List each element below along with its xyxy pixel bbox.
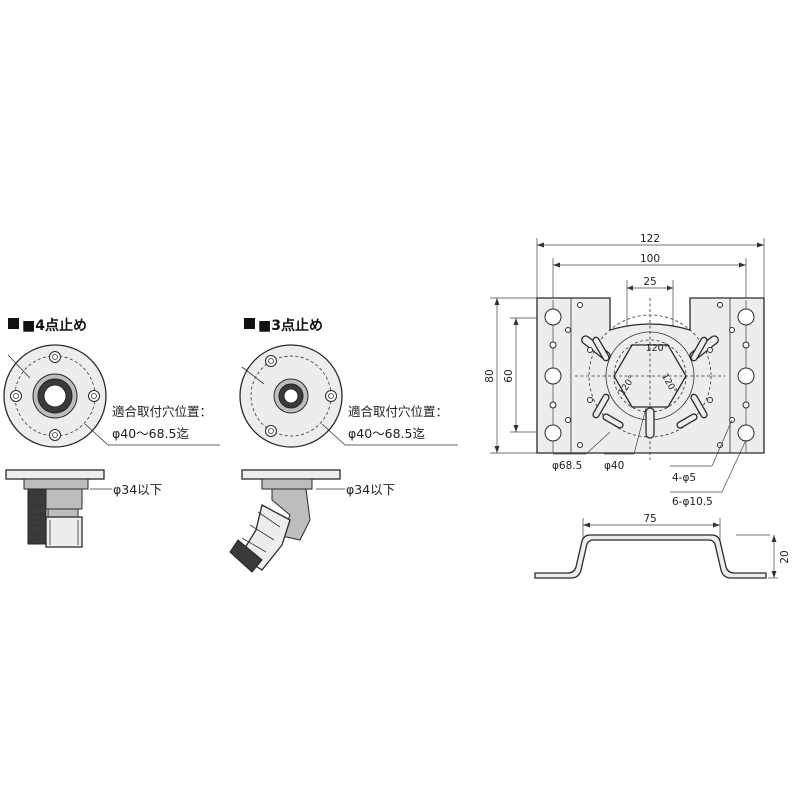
three-point-heading: ■3点止め [258, 317, 323, 334]
three-point-top-view [239, 344, 458, 448]
four-point-side-view [5, 469, 112, 548]
three-point-dia-label: φ34以下 [346, 482, 395, 497]
callout-large-holes: 6-φ10.5 [672, 496, 713, 508]
four-point-mount-label: 適合取付穴位置： [112, 404, 212, 419]
three-point-section: ■3点止め 適合取付穴位置： φ40～68.5迄 [229, 317, 458, 573]
four-point-range-label: φ40～68.5迄 [112, 426, 189, 441]
heading-square-icon [8, 318, 19, 329]
bracket-section: 122 100 25 80 60 [484, 233, 791, 579]
dim-side-height-label: 20 [779, 550, 791, 563]
dim-width-outer-label: 122 [640, 233, 660, 245]
bracket-side-view [534, 518, 778, 579]
dimension-width-inner [552, 258, 747, 300]
radial-slots [581, 335, 719, 439]
dimension-slot [626, 280, 674, 330]
callout-pcd-small: φ40 [604, 460, 624, 472]
callout-small-holes: 4-φ5 [672, 472, 696, 484]
dim-slot-label: 25 [643, 276, 656, 288]
three-point-mount-label: 適合取付穴位置： [348, 404, 448, 419]
four-point-top-view [3, 344, 220, 448]
angle-label-top: 120° [646, 343, 669, 354]
dim-height-outer-label: 80 [484, 369, 496, 382]
three-point-side-view [229, 469, 345, 573]
four-point-section: ■4点止め 適合取付穴位置： φ40～68.5迄 [3, 317, 220, 548]
callout-pcd-large: φ68.5 [552, 460, 582, 472]
dim-side-width-label: 75 [643, 513, 656, 525]
dim-width-inner-label: 100 [640, 253, 660, 265]
four-point-heading: ■4点止め [22, 317, 87, 334]
three-point-range-label: φ40～68.5迄 [348, 426, 425, 441]
dimension-height-outer [490, 297, 540, 454]
four-point-dia-label: φ34以下 [113, 482, 162, 497]
callout-leaders [553, 407, 747, 493]
heading-square-icon [244, 318, 255, 329]
dim-height-inner-label: 60 [503, 369, 515, 382]
dimension-width-outer [536, 238, 765, 298]
mounting-holes [544, 302, 755, 448]
